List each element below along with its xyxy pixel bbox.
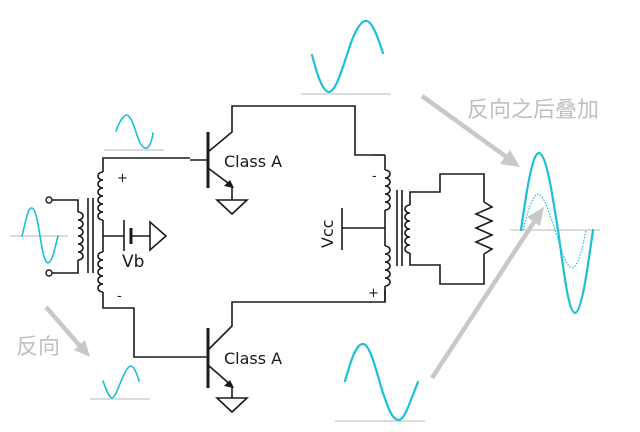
input-secondary-coil-lower [97,251,104,293]
top-collector-wire [207,105,373,156]
bottom-output-wave [335,342,425,422]
load-wire-top [409,173,485,205]
invert-arrow [44,305,82,348]
input-plus-label: + [117,171,128,186]
bottom-to-output-arrowhead-icon [527,207,544,226]
output-minus-label: - [372,169,377,184]
input-primary-coil [77,211,84,261]
top-output-sine-wave [310,19,385,94]
top-base-wire [102,157,190,172]
amplified-sine-solid [519,151,595,315]
input-transformer [77,171,104,293]
bottom-stage-wave [90,365,150,400]
supply-label: Vcc [318,219,337,248]
invert-label: 反向 [16,335,60,360]
bottom-ground-icon [214,397,250,414]
input-terminal-bottom [45,269,53,277]
input-wire-top [52,199,79,212]
bias-source: Vb [103,220,168,272]
input-secondary-coil-upper [97,171,104,221]
top-transistor-label: Class A [224,152,282,171]
load-wire-bottom [409,253,485,285]
top-to-output-arrow [420,94,510,160]
top-output-wave [301,19,391,95]
top-to-output-arrowhead-icon [500,150,520,167]
bottom-output-sine-wave [343,342,420,422]
invert-annotation: 反向 [16,305,90,360]
output-transformer [373,154,494,302]
output-plus-label: + [368,286,379,301]
combined-output-wave [510,151,600,315]
bottom-transistor-label: Class A [224,349,282,368]
top-stage-wave [104,114,164,151]
bias-label: Vb [122,252,144,272]
supply-source: Vcc [318,208,385,250]
top-transistor: Class A [190,105,373,216]
superpose-label: 反向之后叠加 [467,98,599,123]
bottom-base-wire [102,292,190,358]
top-ground-icon [214,199,250,216]
output-secondary-coil [404,204,411,254]
bottom-collector-wire [207,290,386,351]
load-resistor-icon [474,201,494,255]
bottom-to-output-arrow [430,220,536,380]
output-primary-coil-upper [384,169,391,211]
input-sine-wave [21,207,59,264]
input-signal [10,207,68,264]
top-stage-sine-wave [115,114,154,149]
input-terminal-top [45,196,53,204]
superpose-annotation: 反向之后叠加 [420,94,599,380]
original-sine-dotted [522,193,587,269]
invert-arrowhead-icon [74,340,90,357]
bottom-transistor: Class A [190,290,386,414]
input-wire-bottom [52,260,79,274]
bias-ground-icon [149,220,168,252]
output-primary-coil-lower [384,245,391,287]
bottom-stage-sine-wave [102,365,140,399]
input-minus-label: - [117,289,122,304]
